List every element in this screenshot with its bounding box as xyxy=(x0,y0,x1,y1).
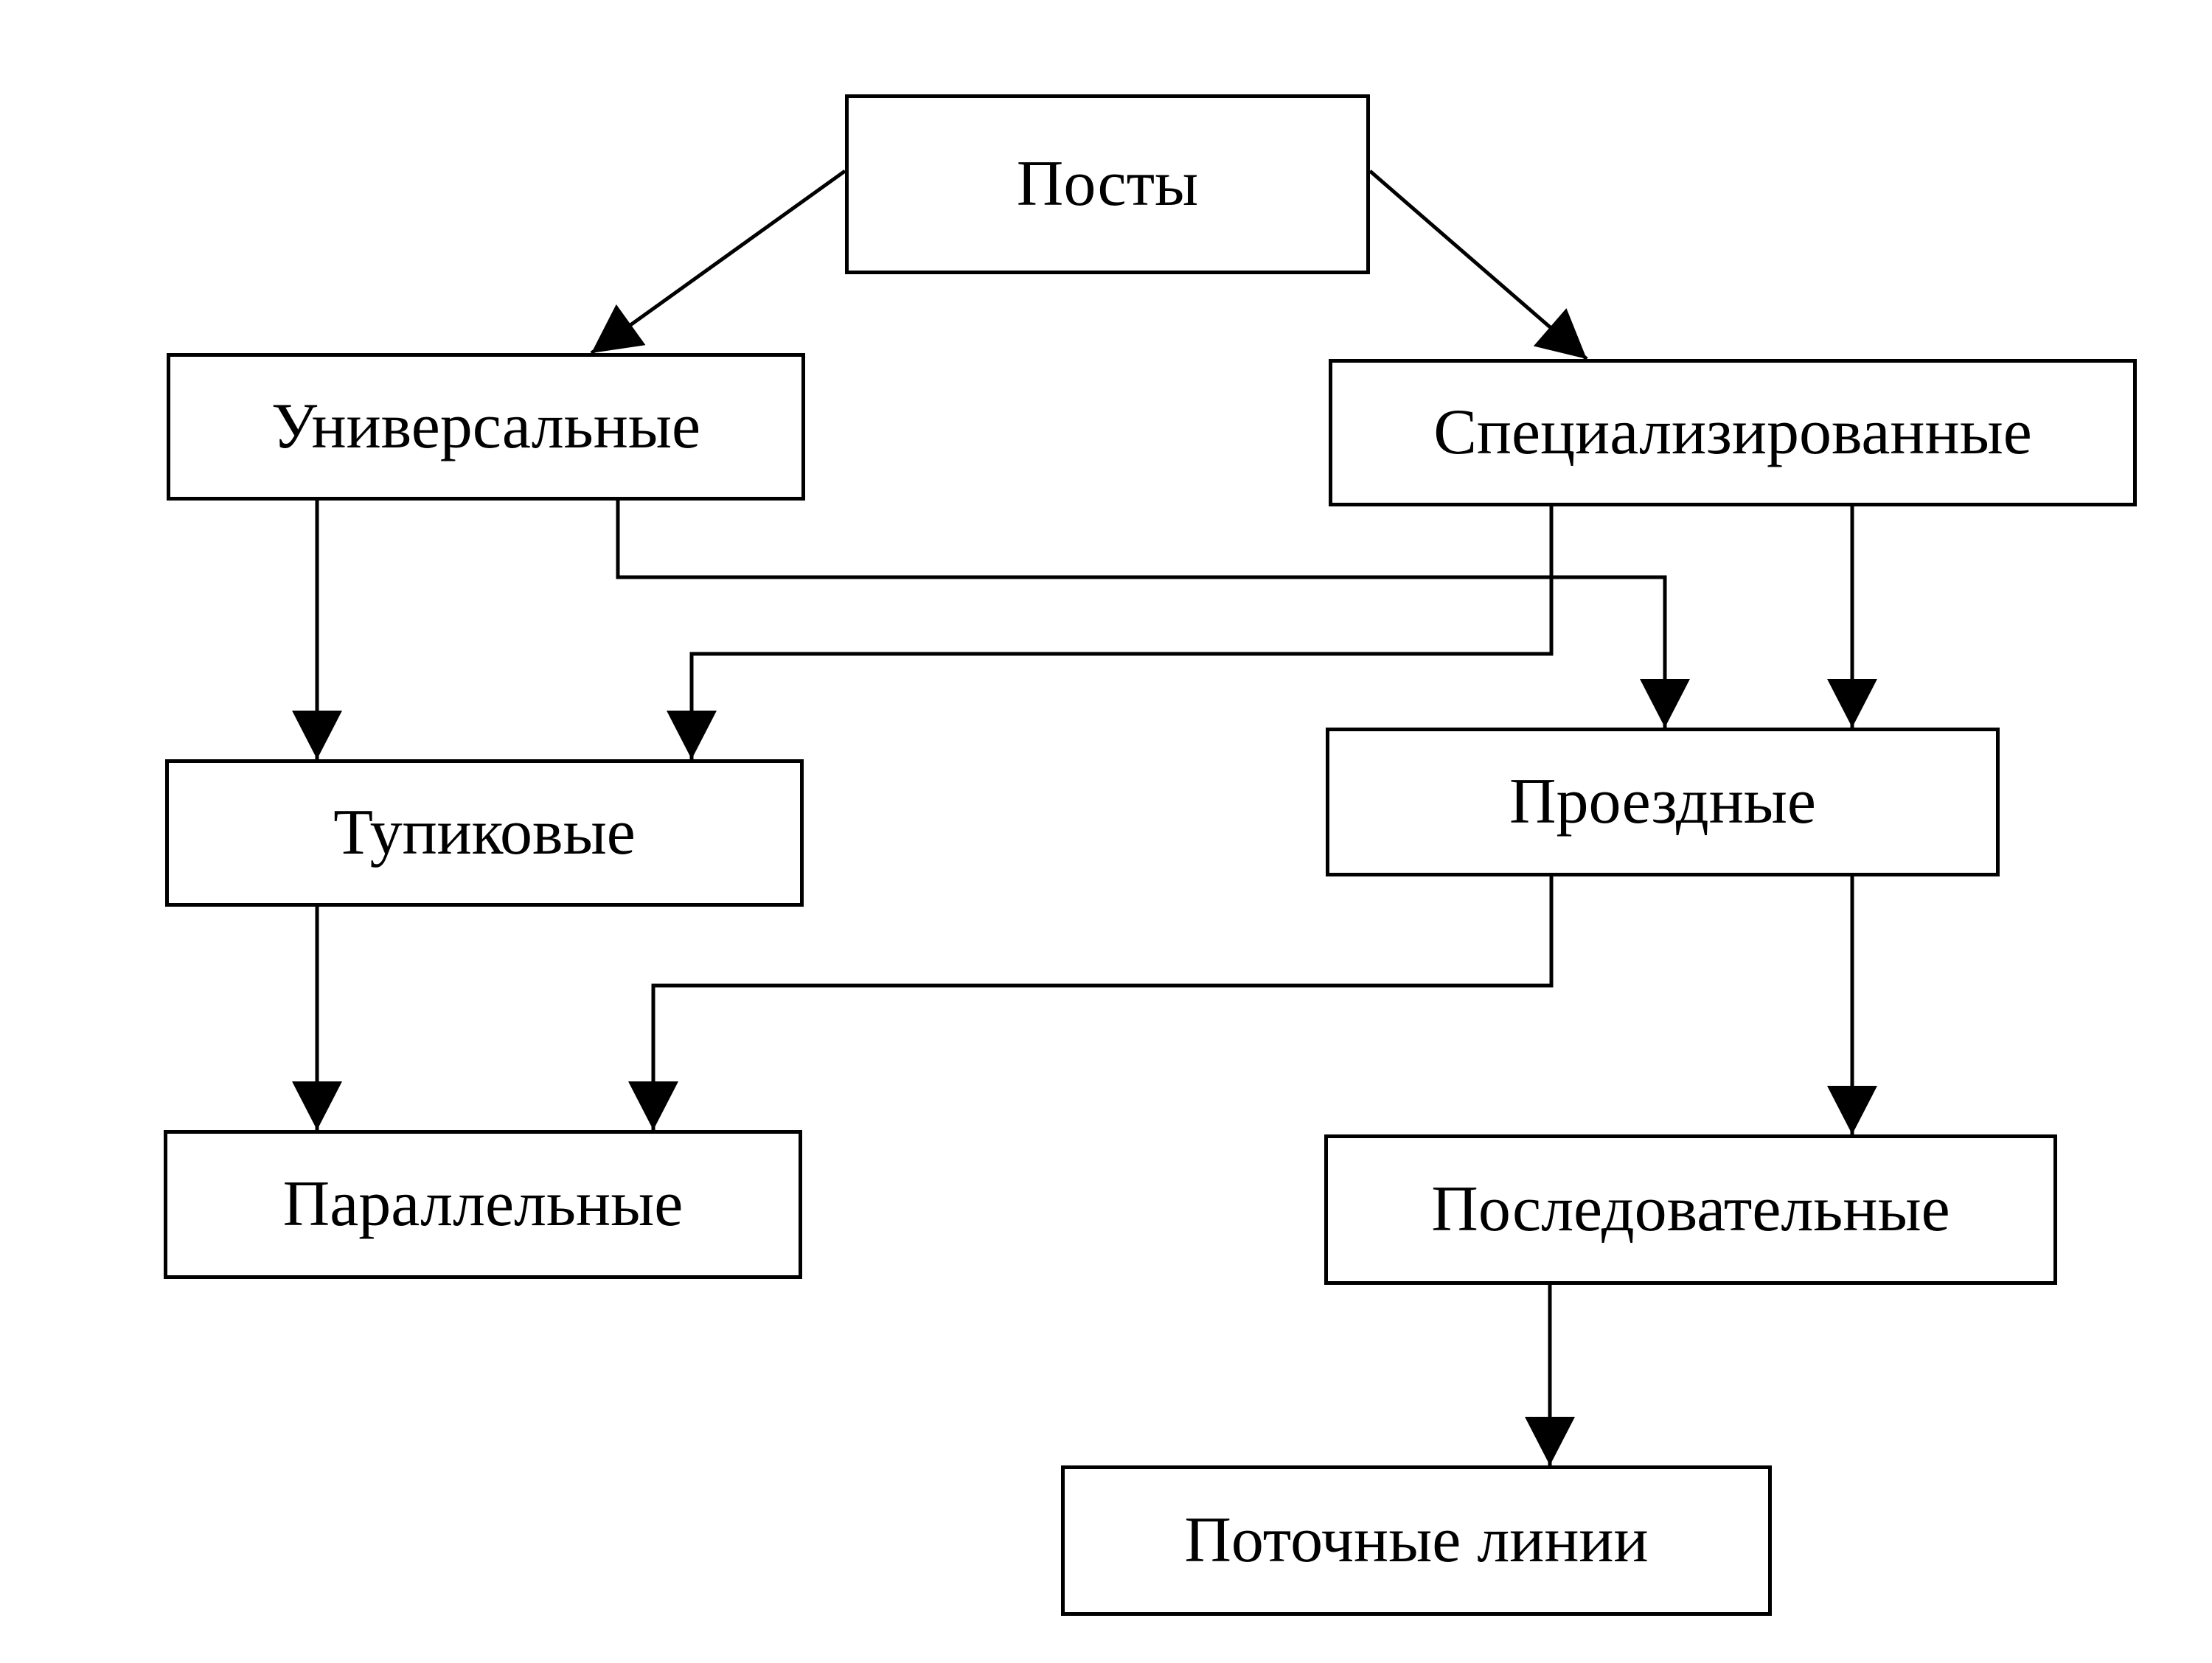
node-posts: Посты xyxy=(845,94,1370,274)
edge-universal-through xyxy=(616,501,1667,728)
arrowhead-posts-specialized xyxy=(1533,308,1587,359)
arrowhead-specialized-deadend xyxy=(667,711,717,759)
arrowhead-sequential-flowlines xyxy=(1525,1417,1575,1465)
node-parallel-label: Параллельные xyxy=(282,1168,684,1240)
arrowhead-deadend-parallel xyxy=(292,1081,342,1130)
node-deadend-label: Тупиковые xyxy=(333,797,636,868)
arrowhead-universal-deadend xyxy=(292,711,342,759)
node-universal: Универсальные xyxy=(167,353,805,501)
arrowhead-through-sequential xyxy=(1827,1086,1877,1134)
arrowhead-universal-through xyxy=(1640,679,1690,728)
node-posts-label: Посты xyxy=(1016,148,1199,220)
node-through-label: Проездные xyxy=(1509,766,1816,837)
node-sequential-label: Последовательные xyxy=(1431,1174,1950,1245)
edge-specialized-deadend xyxy=(689,506,1554,759)
node-flowlines-label: Поточные линии xyxy=(1184,1505,1649,1576)
arrowhead-posts-universal xyxy=(591,304,646,353)
edge-through-parallel xyxy=(651,876,1554,1130)
node-deadend: Тупиковые xyxy=(165,759,804,907)
arrowhead-through-parallel xyxy=(628,1081,678,1130)
arrowhead-specialized-through xyxy=(1827,679,1877,728)
node-flowlines: Поточные линии xyxy=(1061,1465,1772,1616)
edge-posts-universal xyxy=(590,169,846,355)
node-through: Проездные xyxy=(1326,728,2000,876)
node-sequential: Последовательные xyxy=(1324,1134,2057,1285)
node-parallel: Параллельные xyxy=(164,1130,802,1279)
node-universal-label: Универсальные xyxy=(271,391,701,462)
node-specialized: Специализированные xyxy=(1329,359,2137,506)
node-specialized-label: Специализированные xyxy=(1433,397,2032,468)
